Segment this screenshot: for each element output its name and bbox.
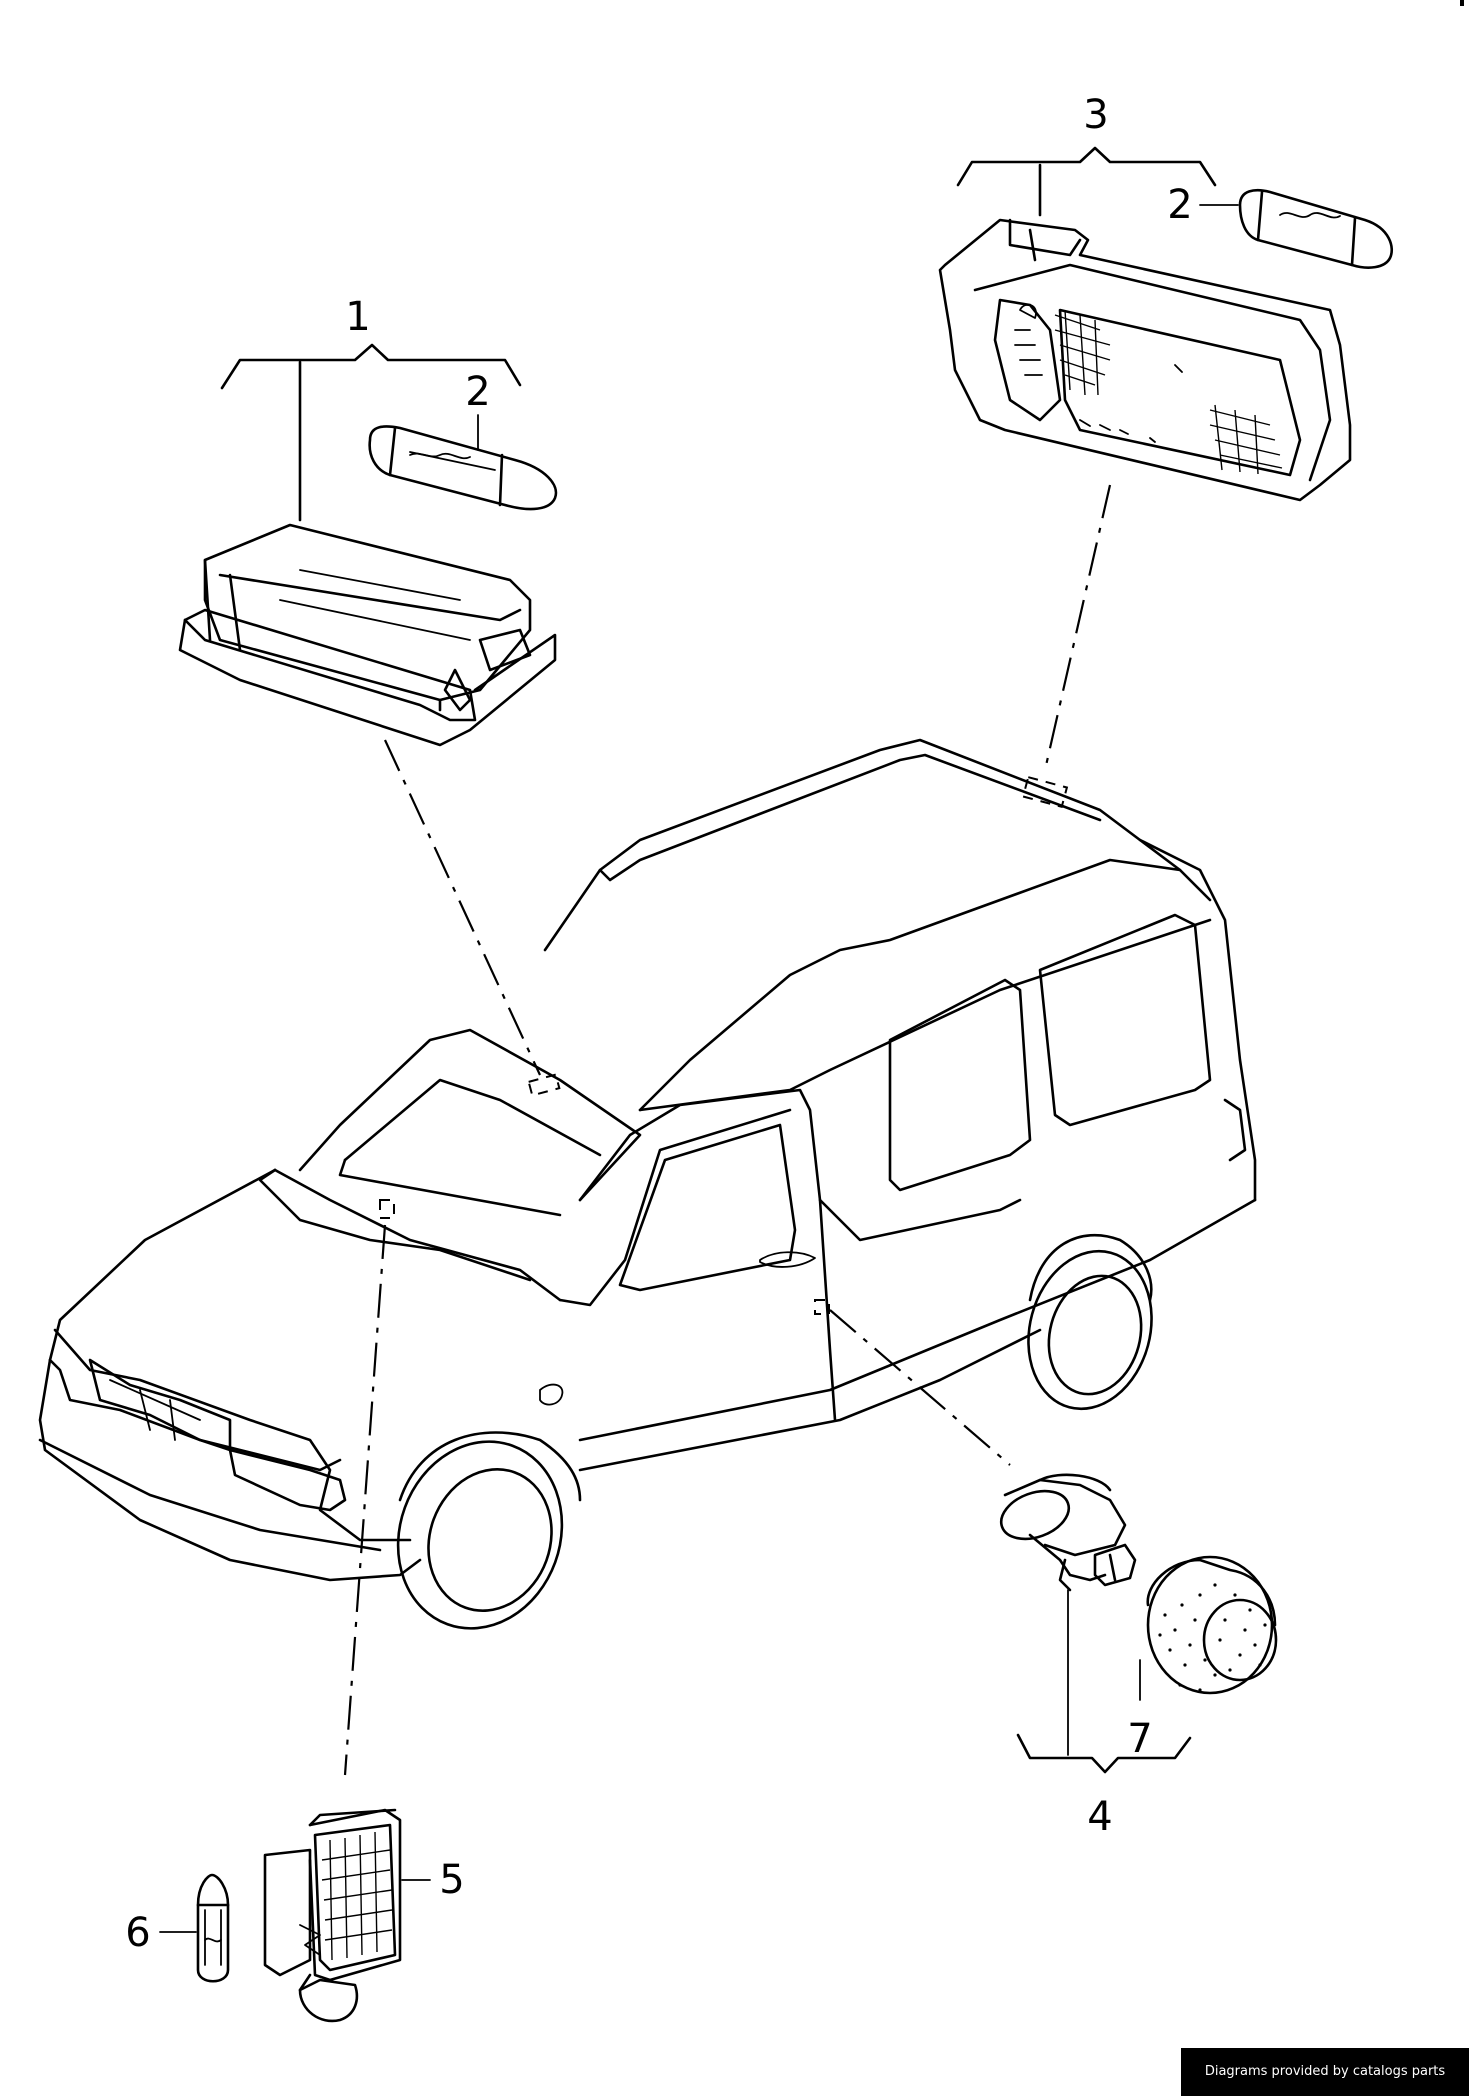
leader-lines	[343, 484, 1112, 1776]
callout-2a-number: 2	[465, 369, 490, 415]
glove-box-light	[263, 1808, 402, 2023]
callout-4: 4	[1016, 1589, 1192, 1840]
callout-6-number: 6	[125, 1910, 150, 1956]
callout-1: 1	[220, 294, 522, 522]
switch-cap	[1146, 1555, 1278, 1695]
callout-5: 5	[401, 1857, 465, 1903]
diagram-credit-badge: Diagrams provided by catalogs parts	[1181, 2048, 1469, 2096]
callout-7: 7	[1127, 1659, 1153, 1762]
vehicle-illustration	[38, 738, 1257, 1630]
door-contact-switch	[999, 1473, 1137, 1592]
callout-2a: 2	[465, 369, 491, 451]
callout-5-number: 5	[439, 1857, 464, 1903]
callout-4-number: 4	[1087, 1794, 1112, 1840]
bulb-glove-box-light	[196, 1873, 230, 1983]
bulb-rear-light	[1238, 188, 1394, 269]
callout-2b-number: 2	[1167, 182, 1192, 228]
bulb-front-light	[368, 425, 558, 511]
callout-2b: 2	[1167, 182, 1239, 228]
callout-3: 3	[956, 92, 1217, 217]
interior-light-rear	[938, 218, 1352, 502]
callout-1-number: 1	[345, 294, 370, 340]
callout-7-number: 7	[1127, 1716, 1152, 1762]
corner-mark	[1460, 0, 1464, 6]
interior-light-front	[178, 523, 557, 747]
callout-3-number: 3	[1083, 92, 1108, 138]
callout-6: 6	[125, 1910, 197, 1956]
